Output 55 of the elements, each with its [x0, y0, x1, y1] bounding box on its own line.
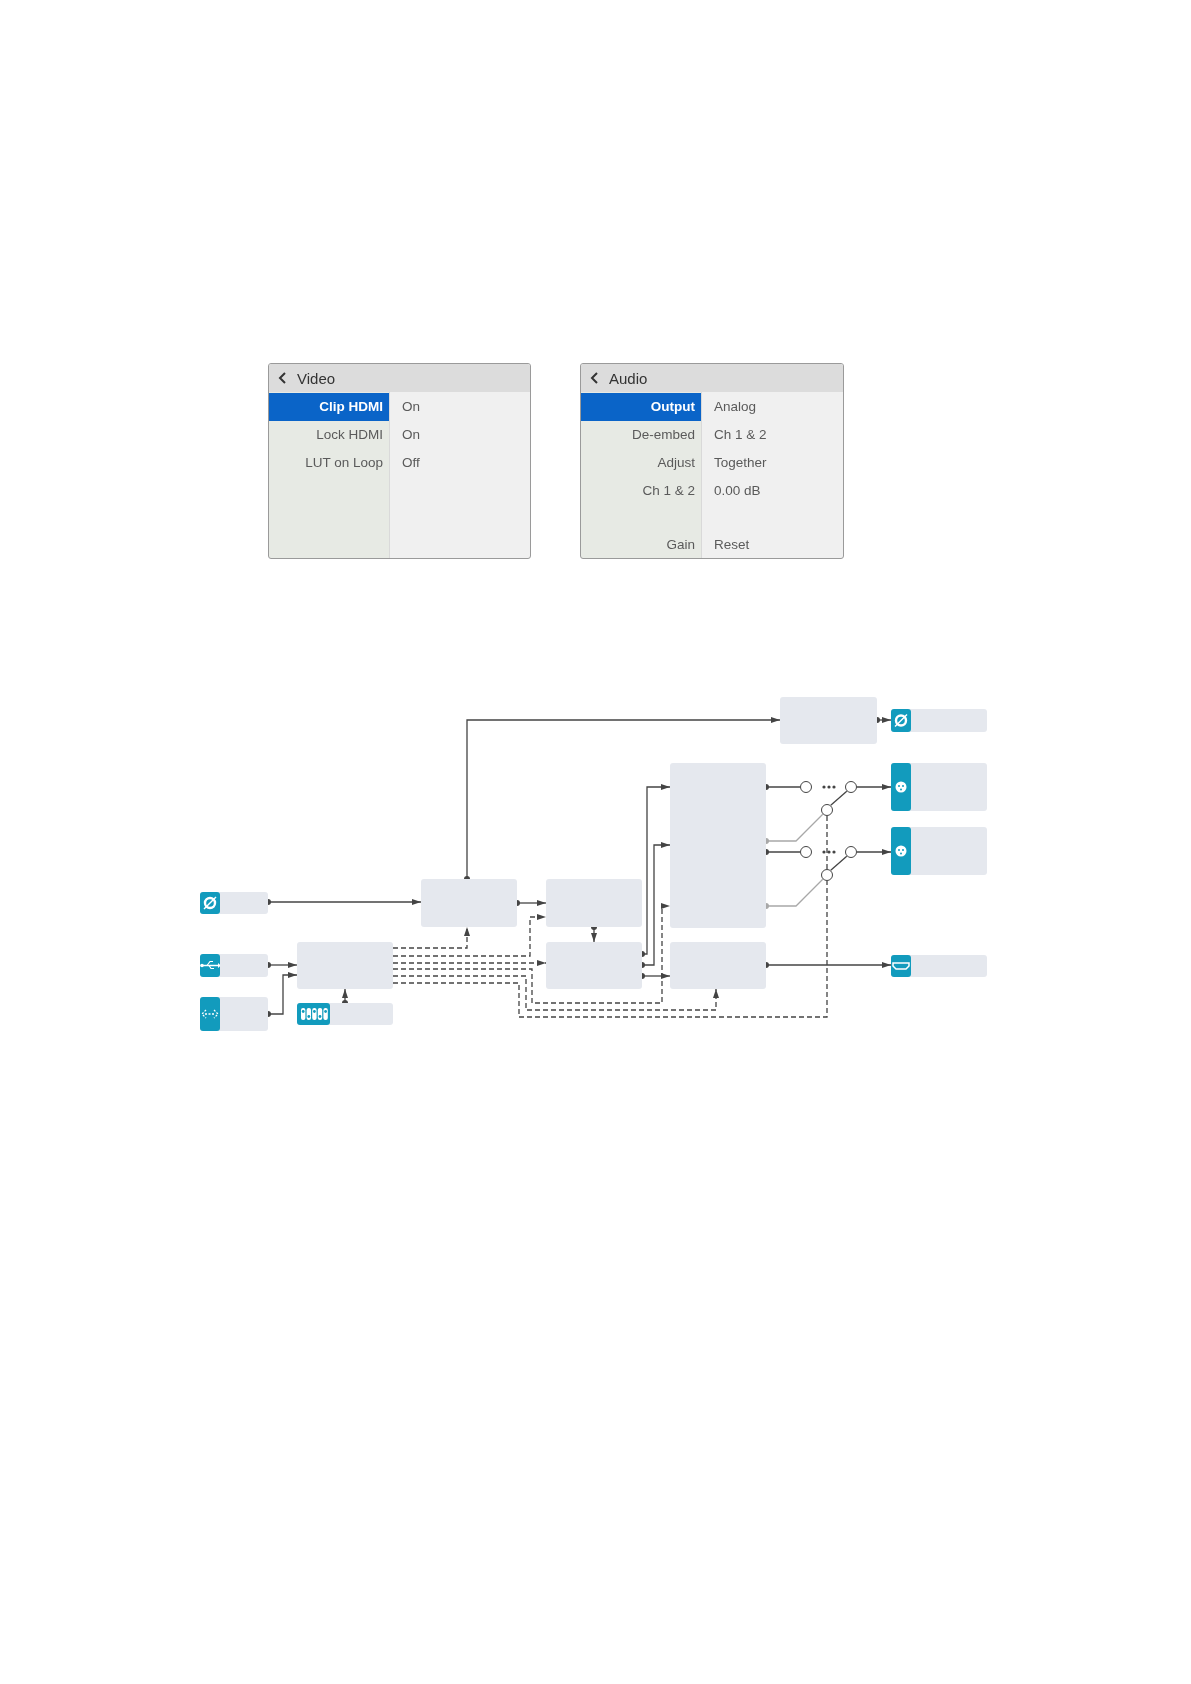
switch-contact: [800, 846, 812, 858]
connector-port: [891, 827, 987, 875]
dashed-arrow: [392, 960, 547, 966]
block-box: [546, 879, 642, 927]
setting-value: Reset: [714, 536, 750, 554]
setting-value: Analog: [714, 398, 757, 416]
dashed-arrow: [392, 914, 547, 957]
setting-name: Adjust: [656, 454, 696, 472]
connector-port: [200, 997, 268, 1031]
menu-panel: [268, 363, 531, 559]
block-box: [780, 697, 877, 744]
arrow: [591, 924, 597, 943]
switch-contact: [800, 781, 812, 793]
switch-contact: [821, 869, 833, 881]
setting-value: 0.00 dB: [714, 482, 761, 500]
block-box: [546, 942, 642, 989]
block-box: [670, 763, 766, 928]
menu-title: Audio: [609, 370, 648, 387]
setting-name: Lock HDMI: [315, 426, 384, 444]
block-box: [297, 942, 393, 989]
block-box: [670, 942, 766, 989]
connector-port: [891, 763, 987, 811]
setting-value: Ch 1 & 2: [714, 426, 767, 444]
arrow: [856, 784, 892, 790]
connector-port: [200, 954, 268, 977]
connector-line: [830, 790, 848, 806]
dashed-arrow: [392, 975, 719, 1011]
setting-name: De-embed: [630, 426, 696, 444]
arrow: [464, 717, 781, 882]
menu-title: Video: [297, 370, 336, 387]
switch-contact: [821, 804, 833, 816]
connector-port: [891, 709, 987, 732]
switch-contact: [845, 781, 857, 793]
arrow: [856, 849, 892, 855]
selected-setting-name: Clip HDMI: [269, 393, 389, 421]
connector-port: [200, 892, 268, 914]
setting-value: On: [402, 426, 420, 444]
dashed-line: [392, 880, 828, 1018]
setting-value: On: [402, 398, 420, 416]
connector-line: [830, 855, 848, 871]
dashed-arrow: [392, 926, 470, 949]
dashed-line: [826, 815, 828, 870]
selected-setting-name: Output: [581, 393, 701, 421]
setting-name: Ch 1 & 2: [641, 482, 696, 500]
connector-port: [297, 1003, 393, 1025]
connector-port: [891, 955, 987, 977]
menu-panel: [580, 363, 844, 559]
switch-contact: [845, 846, 857, 858]
dashed-arrow: [392, 903, 671, 1004]
arrow: [342, 988, 348, 1006]
setting-value: Together: [714, 454, 767, 472]
setting-name: LUT on Loop: [304, 454, 384, 472]
setting-name: Gain: [665, 536, 696, 554]
setting-value: Off: [402, 454, 420, 472]
block-box: [421, 879, 517, 927]
